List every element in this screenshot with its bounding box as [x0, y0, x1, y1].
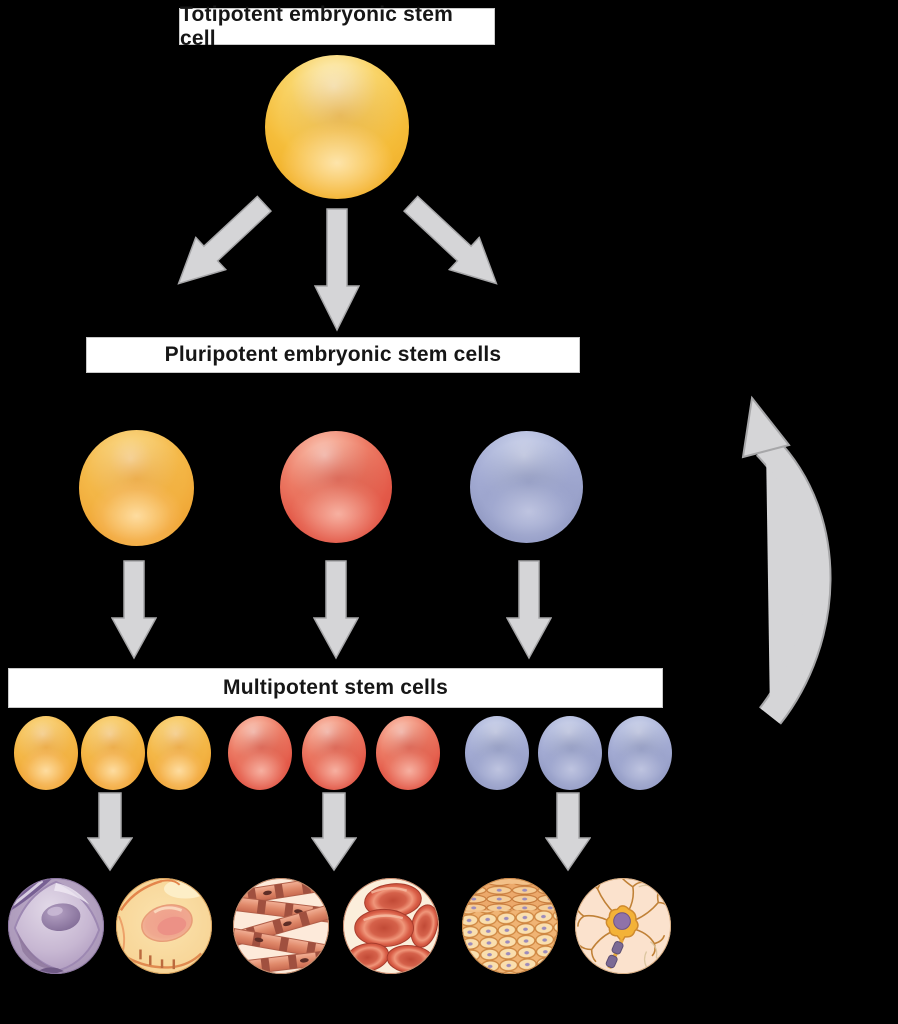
- totipotent-label: Totipotent embryonic stem cell: [180, 2, 453, 50]
- down-arrow-icon: [111, 560, 157, 660]
- down-arrow-center-icon: [314, 208, 360, 332]
- diagonal-arrow-left-icon: [177, 195, 273, 285]
- multipotent-cell-blue-icon: [465, 716, 529, 790]
- multipotent-cell-yellow-icon: [81, 716, 145, 790]
- label-box-totipotent: Totipotent embryonic stem cell: [179, 3, 495, 50]
- pluripotent-cell-red-icon: [280, 431, 392, 543]
- down-arrow-icon: [87, 792, 133, 872]
- multipotent-cell-blue-icon: [608, 716, 672, 790]
- down-arrow-icon: [311, 792, 357, 872]
- pluripotent-cell-blue-icon: [470, 431, 583, 543]
- down-arrow-icon: [545, 792, 591, 872]
- fat-cell-image: [115, 877, 213, 975]
- epithelial-tissue-image: [461, 877, 559, 975]
- neuron-image: [574, 877, 672, 975]
- striated-muscle-image: [232, 877, 330, 975]
- curved-up-arrow-icon: [741, 395, 832, 725]
- label-box-pluripotent: Pluripotent embryonic stem cells: [86, 337, 580, 373]
- down-arrow-icon: [313, 560, 359, 660]
- totipotent-cell-icon: [265, 55, 409, 199]
- multipotent-cell-red-icon: [228, 716, 292, 790]
- multipotent-cell-blue-icon: [538, 716, 602, 790]
- diagonal-arrow-right-icon: [402, 195, 498, 285]
- multipotent-cell-red-icon: [302, 716, 366, 790]
- mesenchymal-cell-image: [7, 877, 105, 975]
- pluripotent-label: Pluripotent embryonic stem cells: [164, 343, 502, 366]
- multipotent-cell-yellow-icon: [14, 716, 78, 790]
- down-arrow-icon: [506, 560, 552, 660]
- multipotent-cell-yellow-icon: [147, 716, 211, 790]
- pluripotent-cell-yellow-icon: [79, 430, 194, 546]
- multipotent-label: Multipotent stem cells: [223, 676, 448, 699]
- multipotent-cell-red-icon: [376, 716, 440, 790]
- red-blood-cells-image: [342, 877, 440, 975]
- label-box-multipotent: Multipotent stem cells: [8, 668, 663, 708]
